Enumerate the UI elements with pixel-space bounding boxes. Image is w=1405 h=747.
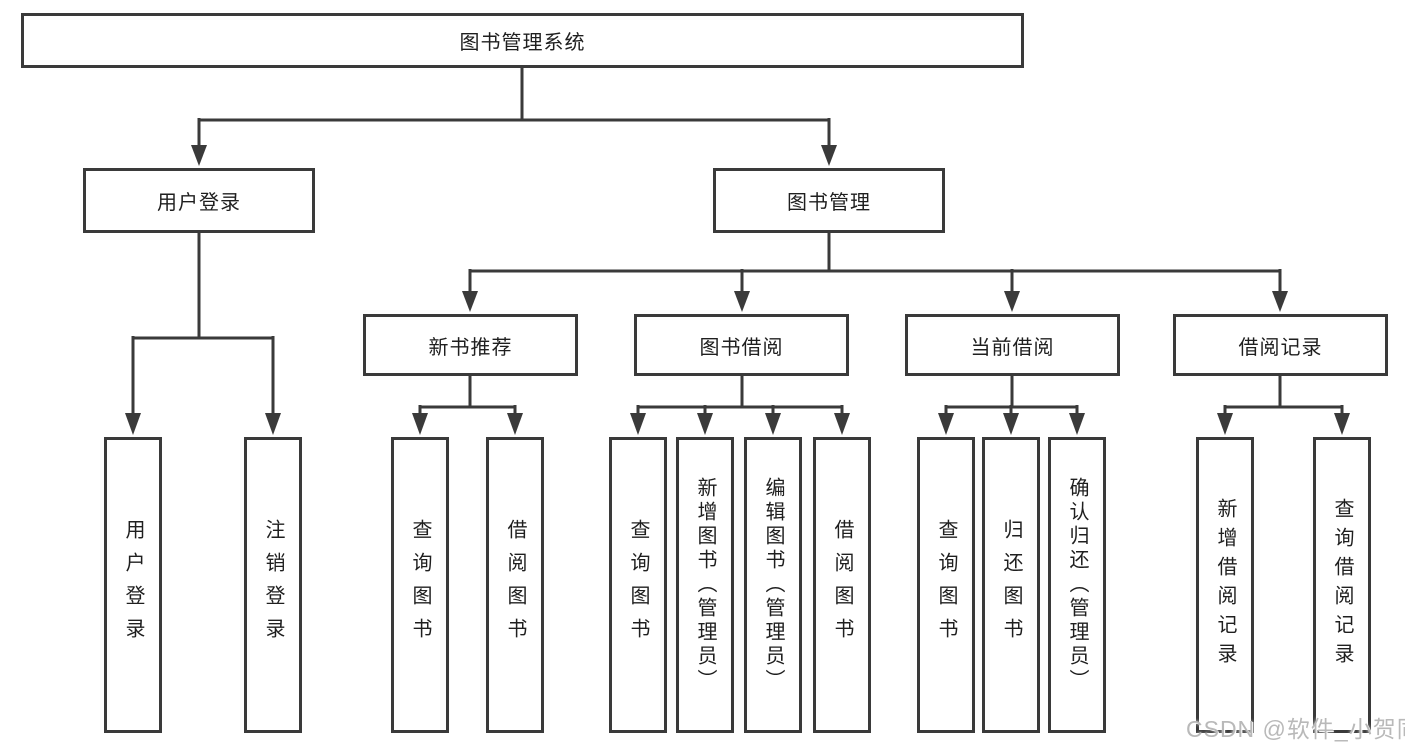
leaf-return-book-label: 归还图书 [1000,519,1022,651]
leaf-add-borrow-record-label: 新增借阅记录 [1214,498,1236,672]
leaf-query-borrow-record: 查询借阅记录 [1313,437,1371,733]
leaf-borrow-borrow-book-label: 借阅图书 [831,519,853,651]
leaf-add-borrow-record: 新增借阅记录 [1196,437,1254,733]
node-user-login: 用户登录 [83,168,315,233]
leaf-logout-label: 注销登录 [262,519,284,651]
leaf-query-borrow-record-label: 查询借阅记录 [1331,498,1353,672]
leaf-user-login: 用户登录 [104,437,162,733]
leaf-newbook-borrow-book-label: 借阅图书 [504,519,526,651]
node-current-borrow-label: 当前借阅 [970,336,1055,359]
leaf-edit-book-admin-label: 编辑图书（管理员） [762,477,784,693]
node-book-management-label: 图书管理 [787,192,871,214]
leaf-confirm-return-admin-label: 确认归还（管理员） [1066,477,1088,693]
leaf-logout: 注销登录 [244,437,302,733]
leaf-current-query-book: 查询图书 [917,437,975,733]
node-user-login-label: 用户登录 [157,192,241,214]
leaf-user-login-label: 用户登录 [122,519,144,651]
node-new-book-recommend: 新书推荐 [363,314,578,376]
node-root-label: 图书管理系统 [459,32,586,54]
node-new-book-recommend-label: 新书推荐 [428,336,513,359]
csdn-watermark: CSDN @软件_小贺同学 [1186,716,1405,742]
leaf-edit-book-admin: 编辑图书（管理员） [744,437,802,733]
leaf-borrow-query-book-label: 查询图书 [627,519,649,651]
leaf-current-query-book-label: 查询图书 [935,519,957,651]
leaf-newbook-query-book-label: 查询图书 [409,519,431,651]
leaf-confirm-return-admin: 确认归还（管理员） [1048,437,1106,733]
leaf-newbook-borrow-book: 借阅图书 [486,437,544,733]
node-current-borrow: 当前借阅 [905,314,1120,376]
leaf-newbook-query-book: 查询图书 [391,437,449,733]
leaf-add-book-admin: 新增图书（管理员） [676,437,734,733]
leaf-borrow-query-book: 查询图书 [609,437,667,733]
node-borrow-record: 借阅记录 [1173,314,1388,376]
leaf-return-book: 归还图书 [982,437,1040,733]
node-book-borrow: 图书借阅 [634,314,849,376]
leaf-borrow-borrow-book: 借阅图书 [813,437,871,733]
node-borrow-record-label: 借阅记录 [1238,336,1323,359]
leaf-add-book-admin-label: 新增图书（管理员） [694,477,716,693]
node-book-borrow-label: 图书借阅 [699,336,784,359]
node-root-system: 图书管理系统 [21,13,1024,68]
node-book-management: 图书管理 [713,168,945,233]
